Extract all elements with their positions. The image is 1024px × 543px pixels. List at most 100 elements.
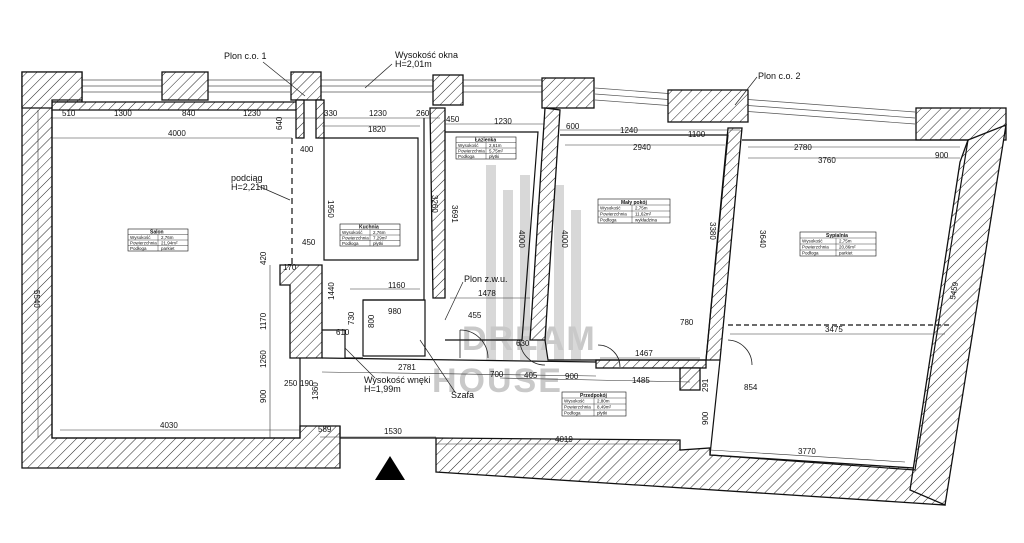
dim-text: 1230	[494, 117, 512, 126]
room-cell: 8,49m²	[597, 405, 612, 410]
room-cell: 2,76m	[373, 230, 386, 235]
right-dimensions: 2940 3380 780 2780 3760 900 3640 3475 54…	[633, 143, 960, 425]
dim-text: 1467	[635, 349, 653, 358]
dim-text: 3380	[708, 222, 717, 240]
dim-text: 1478	[478, 289, 496, 298]
center-dimensions: 3260 3691 1160 980 610 800 730 1440 1478…	[327, 195, 653, 385]
room-cell: 21,94m²	[161, 241, 178, 246]
room-cell: 2,61m	[489, 143, 502, 148]
room-name: Przedpokój	[580, 393, 608, 399]
dim-text: 840	[182, 109, 196, 118]
dim-text: 1950	[326, 200, 335, 218]
dim-text: 854	[744, 383, 758, 392]
window-height-value: H=2,01m	[395, 59, 432, 69]
room-cell: wykładzina	[635, 218, 658, 223]
room-name: Łazienka	[475, 138, 496, 144]
dim-text: 1530	[384, 427, 402, 436]
dim-text: 3770	[798, 447, 816, 456]
kitchen-height: 3260	[430, 195, 439, 213]
dim-text: 190	[300, 379, 314, 388]
room-cell: płytki	[373, 241, 383, 246]
room-table-kuchnia: Kuchnia Wysokość 2,76m Powierzchnia 7,29…	[339, 223, 401, 247]
dim-text: 1100	[688, 130, 706, 139]
dim-text: 1160	[388, 281, 406, 290]
watermark-line1: DREAM	[462, 320, 597, 358]
dim-text: 1360	[311, 382, 320, 400]
dim-text: 1230	[369, 109, 387, 118]
room-cell: Powierzchnia	[564, 405, 591, 410]
dim-text: 291	[701, 378, 710, 392]
salon-dimensions: 5540 4030 400 1950 450 420 170 1170 1260…	[32, 145, 335, 430]
room-cell: płytki	[597, 411, 607, 416]
dim-text: 780	[680, 318, 694, 327]
dim-text: 4000	[517, 230, 526, 248]
dim-text: 250	[284, 379, 298, 388]
room-table-maly-pokoj: Mały pokój Wysokość 2,75m Powierzchnia 1…	[597, 198, 671, 224]
dim-text: 4019	[555, 435, 573, 444]
dim-text: 260	[416, 109, 430, 118]
room-cell: 20,86m²	[839, 245, 856, 250]
door-swings	[459, 329, 753, 368]
dim-text: 2940	[633, 143, 651, 152]
dim-text: 700	[490, 370, 504, 379]
room-name: Sypialnia	[826, 233, 848, 239]
room-cell: Powierzchnia	[342, 236, 369, 241]
dim-text: 450	[446, 115, 460, 124]
podciag-label: podciąg	[231, 173, 263, 183]
dimension-lines	[37, 110, 960, 463]
room-tables: Salon Wysokość 2,76m Powierzchnia 21,94m…	[127, 136, 877, 417]
room-name: Salon	[150, 230, 164, 236]
dim-text: 1170	[259, 312, 268, 330]
salon-bottom: 4030	[160, 421, 178, 430]
dim-text: 400	[300, 145, 314, 154]
top-dimensions: 510 1300 840 1230 640 330 1230 260 450 1…	[62, 109, 706, 139]
dim-text: 900	[701, 411, 710, 425]
room-table-sypialnia: Sypialnia Wysokość 2,75m Powierzchnia 20…	[799, 231, 877, 257]
dim-text: 4000	[560, 230, 569, 248]
dim-text: 1485	[632, 376, 650, 385]
dim-text: 610	[336, 328, 350, 337]
room-cell: 7,29m²	[373, 236, 388, 241]
room-cell: Wysokość	[802, 239, 823, 244]
room-cell: Wysokość	[564, 399, 585, 404]
dim-text: 640	[275, 116, 284, 130]
bath-height: 3691	[450, 205, 459, 223]
room-cell: Podłoga	[458, 154, 475, 159]
dim-text: 630	[516, 339, 530, 348]
niche-height-value: H=1,99m	[364, 384, 401, 394]
room-cell: płytki	[489, 154, 499, 159]
dim-text: 900	[259, 389, 268, 403]
salon-width: 4000	[168, 129, 186, 138]
room-table-salon: Salon Wysokość 2,76m Powierzchnia 21,94m…	[127, 228, 189, 252]
room-cell: 2,75m	[839, 239, 852, 244]
dim-text: 170	[283, 263, 297, 272]
plan-zwu-label: Plon z.w.u.	[464, 274, 508, 284]
dim-text: 1260	[259, 350, 268, 368]
room-cell: Podłoga	[564, 411, 581, 416]
room-outlines	[51, 110, 969, 471]
room-cell: Powierzchnia	[458, 149, 485, 154]
dim-text: 2781	[398, 363, 416, 372]
dim-text: 3475	[825, 325, 843, 334]
plan-co2-label: Plon c.o. 2	[758, 71, 801, 81]
dim-text: 405	[524, 371, 538, 380]
room-cell: parkiet	[161, 246, 175, 251]
room-name: Kuchnia	[359, 225, 379, 231]
niche-height-label: Wysokość wnęki	[364, 375, 430, 385]
podciag-value: H=2,21m	[231, 182, 268, 192]
room-cell: Powierzchnia	[130, 241, 157, 246]
room-cell: Podłoga	[802, 251, 819, 256]
dim-text: 1300	[114, 109, 132, 118]
watermark: DREAM HOUSE	[432, 165, 597, 400]
dim-text: 730	[347, 311, 356, 325]
room-cell: Powierzchnia	[600, 212, 627, 217]
watermark-line2: HOUSE	[432, 362, 563, 400]
entrance-arrow-icon	[375, 456, 405, 480]
room-cell: 2,80m	[597, 399, 610, 404]
wardrobe-label: Szafa	[451, 390, 474, 400]
kitchen-width: 1820	[368, 125, 386, 134]
room-cell: Podłoga	[600, 218, 617, 223]
room-table-przedpokoj: Przedpokój Wysokość 2,80m Powierzchnia 8…	[561, 391, 627, 417]
room-cell: 2,76m	[161, 235, 174, 240]
